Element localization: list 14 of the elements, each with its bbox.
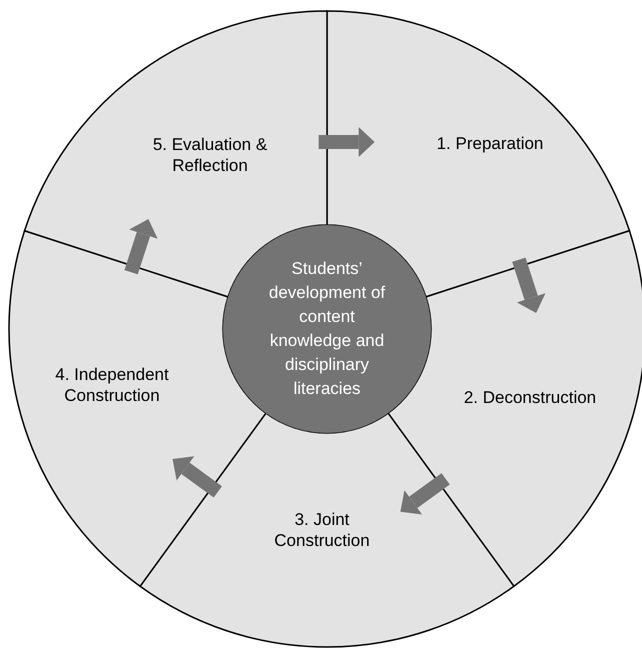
stage-label: 2. Deconstruction <box>464 386 596 408</box>
block-arrow <box>124 219 158 274</box>
block-arrow <box>512 258 546 313</box>
stage-label: 5. Evaluation & Reflection <box>152 134 268 176</box>
cycle-sector <box>8 230 267 588</box>
stage-label: 4. Independent Construction <box>54 364 170 406</box>
block-arrow <box>318 127 375 158</box>
stage-label: 3. Joint Construction <box>273 509 371 551</box>
cycle-sector <box>139 412 515 648</box>
center-text: Students’ development of content knowledge and disciplinary literacies <box>268 258 386 400</box>
block-arrow <box>172 456 222 498</box>
cycle-sector <box>387 230 642 588</box>
block-arrow <box>400 473 450 514</box>
stage-label: 1. Preparation <box>436 132 544 154</box>
